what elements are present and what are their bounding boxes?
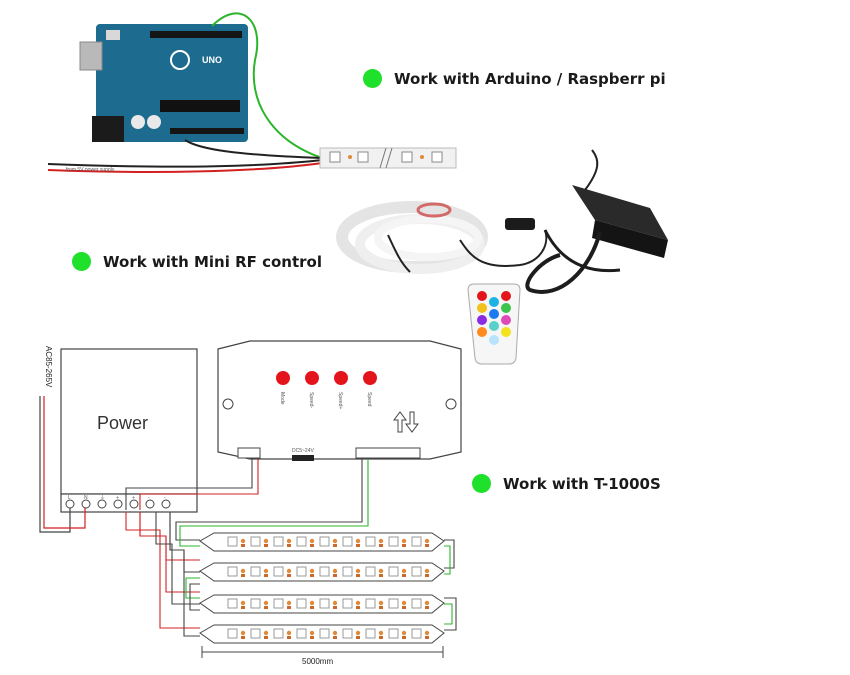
terminal-label: - <box>148 495 150 501</box>
led-chip-icon <box>296 536 307 547</box>
controller-button-icon <box>305 371 319 385</box>
controller-button-icon <box>363 371 377 385</box>
feature-rf-control: Work with Mini RF control <box>72 252 322 271</box>
led-chip-icon <box>273 628 284 639</box>
led-chip-icon <box>342 566 353 577</box>
controller-buttons: Mode Speed- Speed+ Speed <box>276 371 377 409</box>
led-strips <box>199 532 445 644</box>
led-chip-icon <box>319 598 330 609</box>
led-chip-icon <box>273 536 284 547</box>
led-chip-icon <box>227 628 238 639</box>
led-chip-icon <box>342 536 353 547</box>
led-strip <box>199 562 445 582</box>
led-chip-icon <box>411 566 422 577</box>
controller-button-icon <box>276 371 290 385</box>
coiled-led-strip <box>336 201 548 274</box>
led-chip-icon <box>296 566 307 577</box>
arduino-supply-label: from 5V power supply <box>66 167 115 173</box>
terminal-screw-icon <box>81 499 91 509</box>
led-chip-icon <box>388 566 399 577</box>
led-chip-icon <box>227 566 238 577</box>
terminal-label: ⏚ <box>100 494 105 501</box>
power-adapter <box>525 149 668 294</box>
led-chip-icon <box>250 628 261 639</box>
terminal-screw-icon <box>145 499 155 509</box>
strip-length-dimension <box>201 646 444 658</box>
terminal-label: - <box>164 495 166 501</box>
feature-t1000s: Work with T-1000S <box>472 474 661 493</box>
green-dot-icon <box>72 252 91 271</box>
arduino-uno-board: UNO <box>79 24 248 142</box>
green-dot-icon <box>363 69 382 88</box>
led-chip-icon <box>273 598 284 609</box>
led-chip-icon <box>388 598 399 609</box>
strip-length-label: 5000mm <box>302 657 333 666</box>
led-chip-icon <box>296 628 307 639</box>
led-chip-icon <box>365 628 376 639</box>
arduino-wires <box>47 12 323 173</box>
terminal-screw-icon <box>97 499 107 509</box>
led-chip-icon <box>319 536 330 547</box>
controller-button-label: Speed+ <box>337 392 343 409</box>
power-supply: Power <box>60 348 198 513</box>
terminal-screw-icon <box>161 499 171 509</box>
t1000s-controller: DC5~24V <box>217 340 462 461</box>
led-chip-icon <box>411 536 422 547</box>
feature-arduino-text: Work with Arduino / Raspberr pi <box>394 69 666 88</box>
led-chip-icon <box>342 628 353 639</box>
led-chip-icon <box>296 598 307 609</box>
controller-wires <box>125 459 457 637</box>
led-chip-icon <box>342 598 353 609</box>
led-chip-icon <box>227 598 238 609</box>
terminal-label: + <box>116 495 119 501</box>
led-chip-icon <box>411 598 422 609</box>
ac-input-wires <box>39 396 86 533</box>
rf-remote <box>467 283 521 365</box>
power-title: Power <box>97 413 148 433</box>
terminal-screw-icon <box>129 499 139 509</box>
terminal-screw-icon <box>113 499 123 509</box>
led-chip-icon <box>273 566 284 577</box>
led-chip-icon <box>250 566 261 577</box>
led-strip <box>199 624 445 644</box>
arduino-led-strip <box>319 147 457 169</box>
feature-rf-control-text: Work with Mini RF control <box>103 252 323 271</box>
led-chip-icon <box>411 628 422 639</box>
arduino-board-text: UNO <box>202 55 222 65</box>
led-chip-icon <box>388 536 399 547</box>
led-chip-icon <box>365 566 376 577</box>
feature-arduino: Work with Arduino / Raspberr pi <box>363 69 666 88</box>
ac-input-label: AC85-265V <box>44 346 53 388</box>
led-strip <box>199 594 445 614</box>
terminal-label: L <box>68 495 71 501</box>
led-chip-icon <box>227 536 238 547</box>
terminal-label: N <box>84 495 88 501</box>
terminal-label: + <box>132 495 135 501</box>
controller-button-icon <box>334 371 348 385</box>
led-chip-icon <box>250 536 261 547</box>
power-terminals: L N ⏚ + + - - <box>65 494 171 509</box>
led-chip-icon <box>388 628 399 639</box>
led-chip-icon <box>250 598 261 609</box>
led-chip-icon <box>365 536 376 547</box>
feature-t1000s-text: Work with T-1000S <box>503 474 661 493</box>
controller-button-label: Mode <box>279 392 285 405</box>
led-chip-icon <box>319 628 330 639</box>
led-strip <box>199 532 445 552</box>
terminal-screw-icon <box>65 499 75 509</box>
led-chip-icon <box>319 566 330 577</box>
led-chip-icon <box>365 598 376 609</box>
controller-output-label: DC5~24V <box>292 448 314 454</box>
controller-button-label: Speed- <box>308 392 314 408</box>
controller-button-label: Speed <box>366 392 372 407</box>
green-dot-icon <box>472 474 491 493</box>
rf-receiver <box>505 218 535 230</box>
